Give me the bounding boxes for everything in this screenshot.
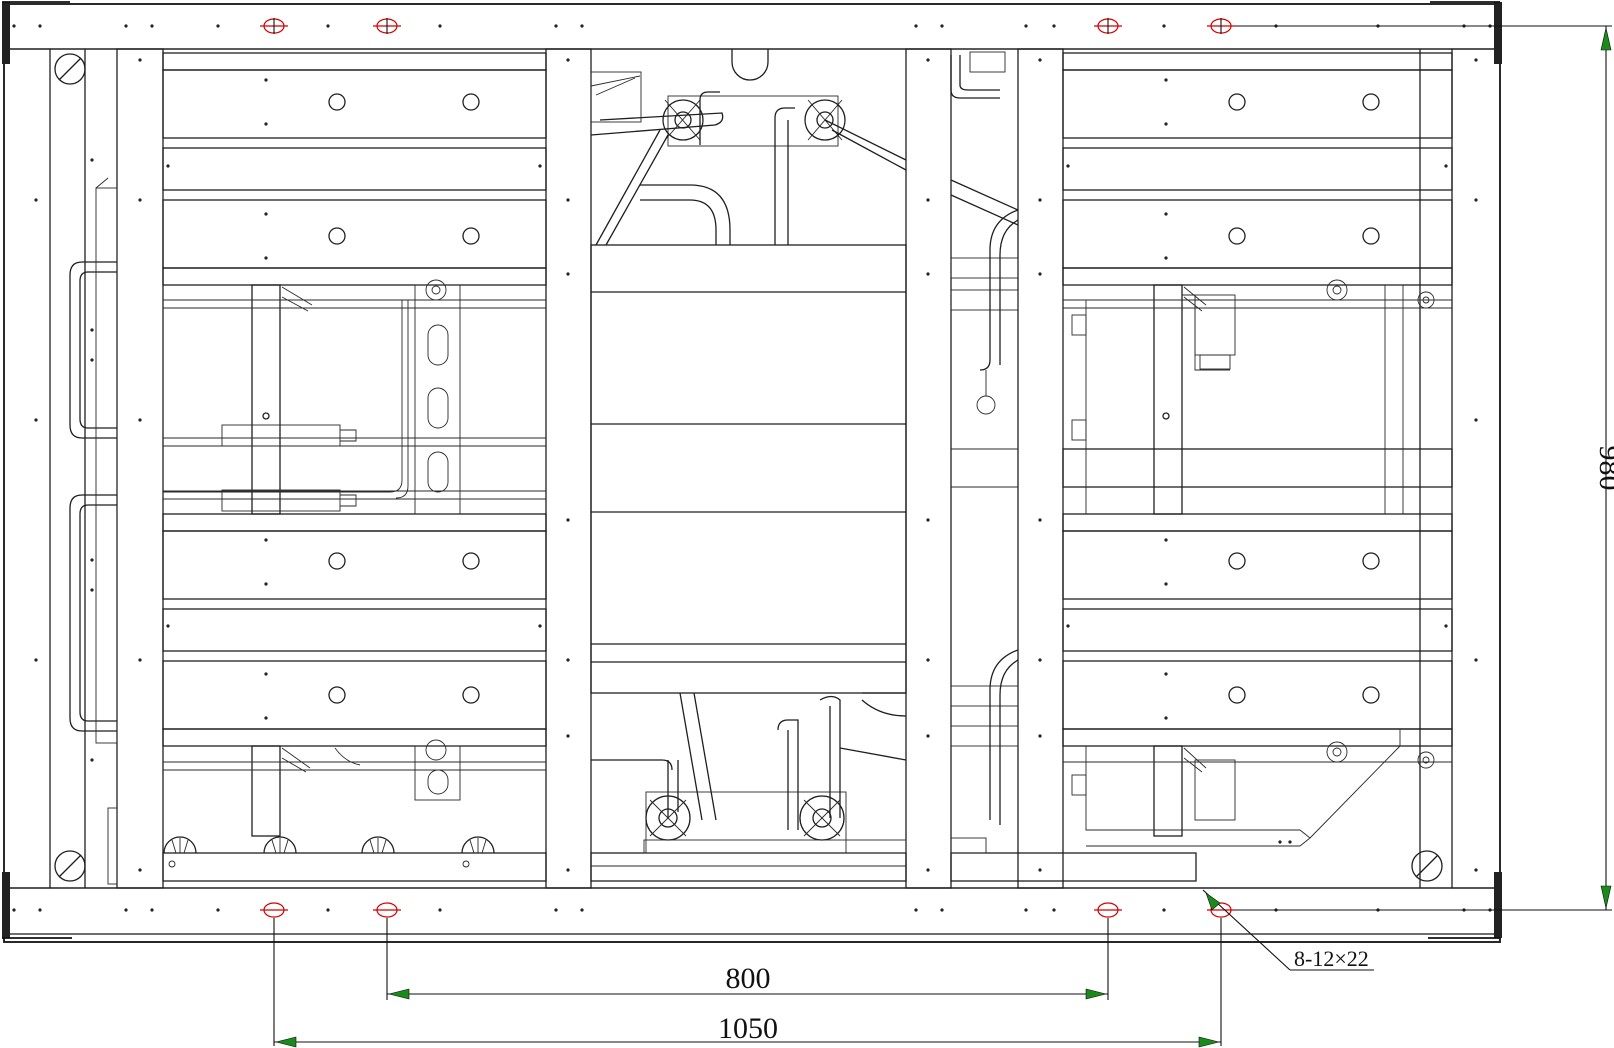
inner-frame <box>50 48 1452 889</box>
left-handles <box>69 177 118 744</box>
mounting-holes <box>260 18 1235 918</box>
mounting-hole <box>373 902 401 918</box>
mounting-hole <box>260 902 288 918</box>
bottom-left-wheels <box>107 807 495 885</box>
center-bottom-mechanism <box>591 692 907 854</box>
outer-width-dimension-label: 1050 <box>718 1012 778 1045</box>
right-center-mechanism <box>950 51 1019 854</box>
mounting-hole <box>260 18 288 34</box>
right-bay-mechanism <box>1063 279 1452 847</box>
left-bay-mechanism <box>163 279 546 837</box>
panel-holes <box>328 93 1380 704</box>
mounting-hole <box>1094 902 1122 918</box>
inner-width-dimension-label: 800 <box>726 962 771 995</box>
hole-callout: 8-12×22 <box>1202 889 1374 971</box>
mounting-hole <box>373 18 401 34</box>
dimension-800: 800 <box>386 918 1109 1000</box>
dimension-1050: 1050 <box>273 918 1222 1048</box>
left-slats <box>162 52 547 882</box>
outer-frame <box>2 1 1502 943</box>
hole-spec-note: 8-12×22 <box>1294 946 1369 971</box>
dimension-height: 980 <box>1235 25 1614 911</box>
center-top-mechanism <box>590 49 907 246</box>
right-slats <box>950 52 1453 882</box>
center-panel <box>590 244 907 882</box>
height-dimension-label: 980 <box>1593 446 1614 491</box>
mounting-hole <box>1207 18 1235 34</box>
rivet-dots <box>12 24 1492 912</box>
corner-holes <box>54 53 1443 882</box>
mounting-hole <box>1094 18 1122 34</box>
mounting-hole <box>1207 902 1235 918</box>
